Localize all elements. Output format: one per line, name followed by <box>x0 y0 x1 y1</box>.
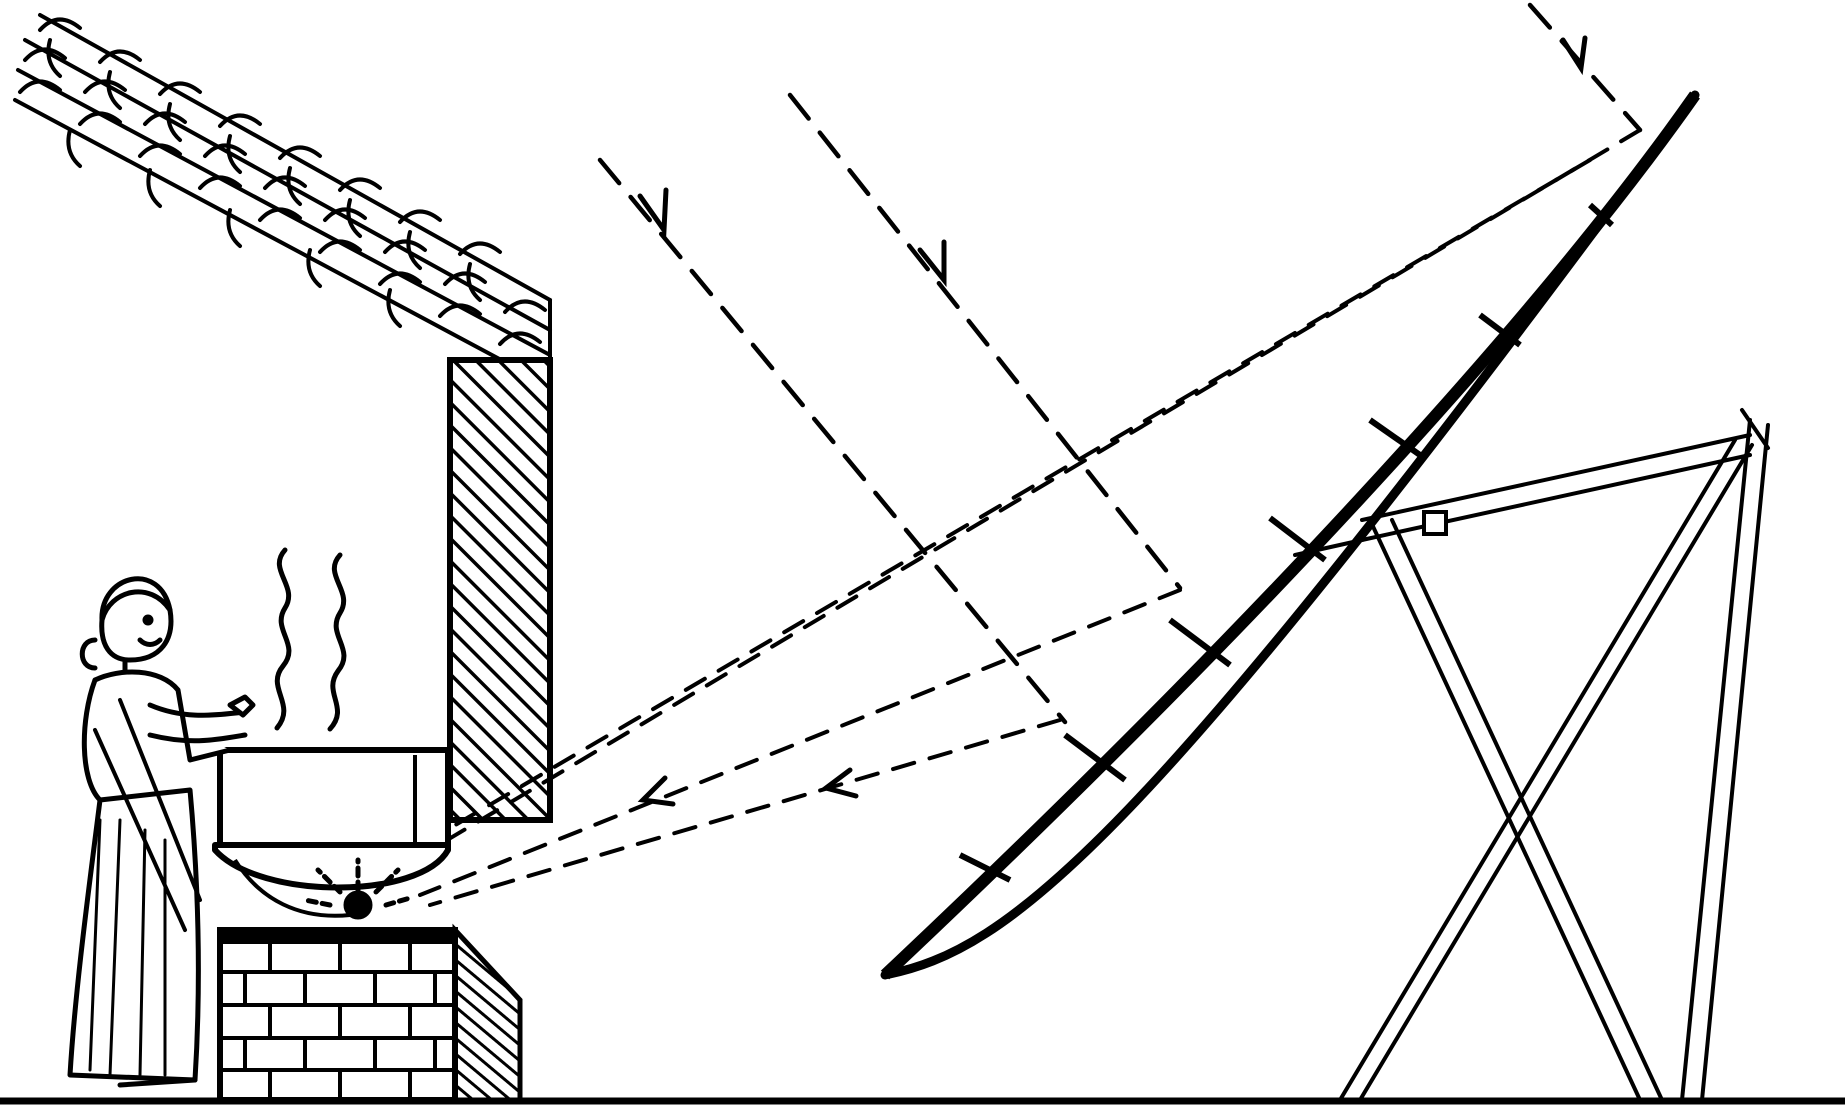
cooking-pot <box>215 750 448 916</box>
reflected-rays <box>370 130 1640 905</box>
tiled-roof <box>15 15 550 400</box>
heat-waves <box>277 550 344 729</box>
reflected-ray-arrows <box>643 770 856 804</box>
brick-stove <box>220 930 520 1100</box>
hatched-wall <box>450 360 550 820</box>
parabolic-reflector <box>885 95 1695 975</box>
